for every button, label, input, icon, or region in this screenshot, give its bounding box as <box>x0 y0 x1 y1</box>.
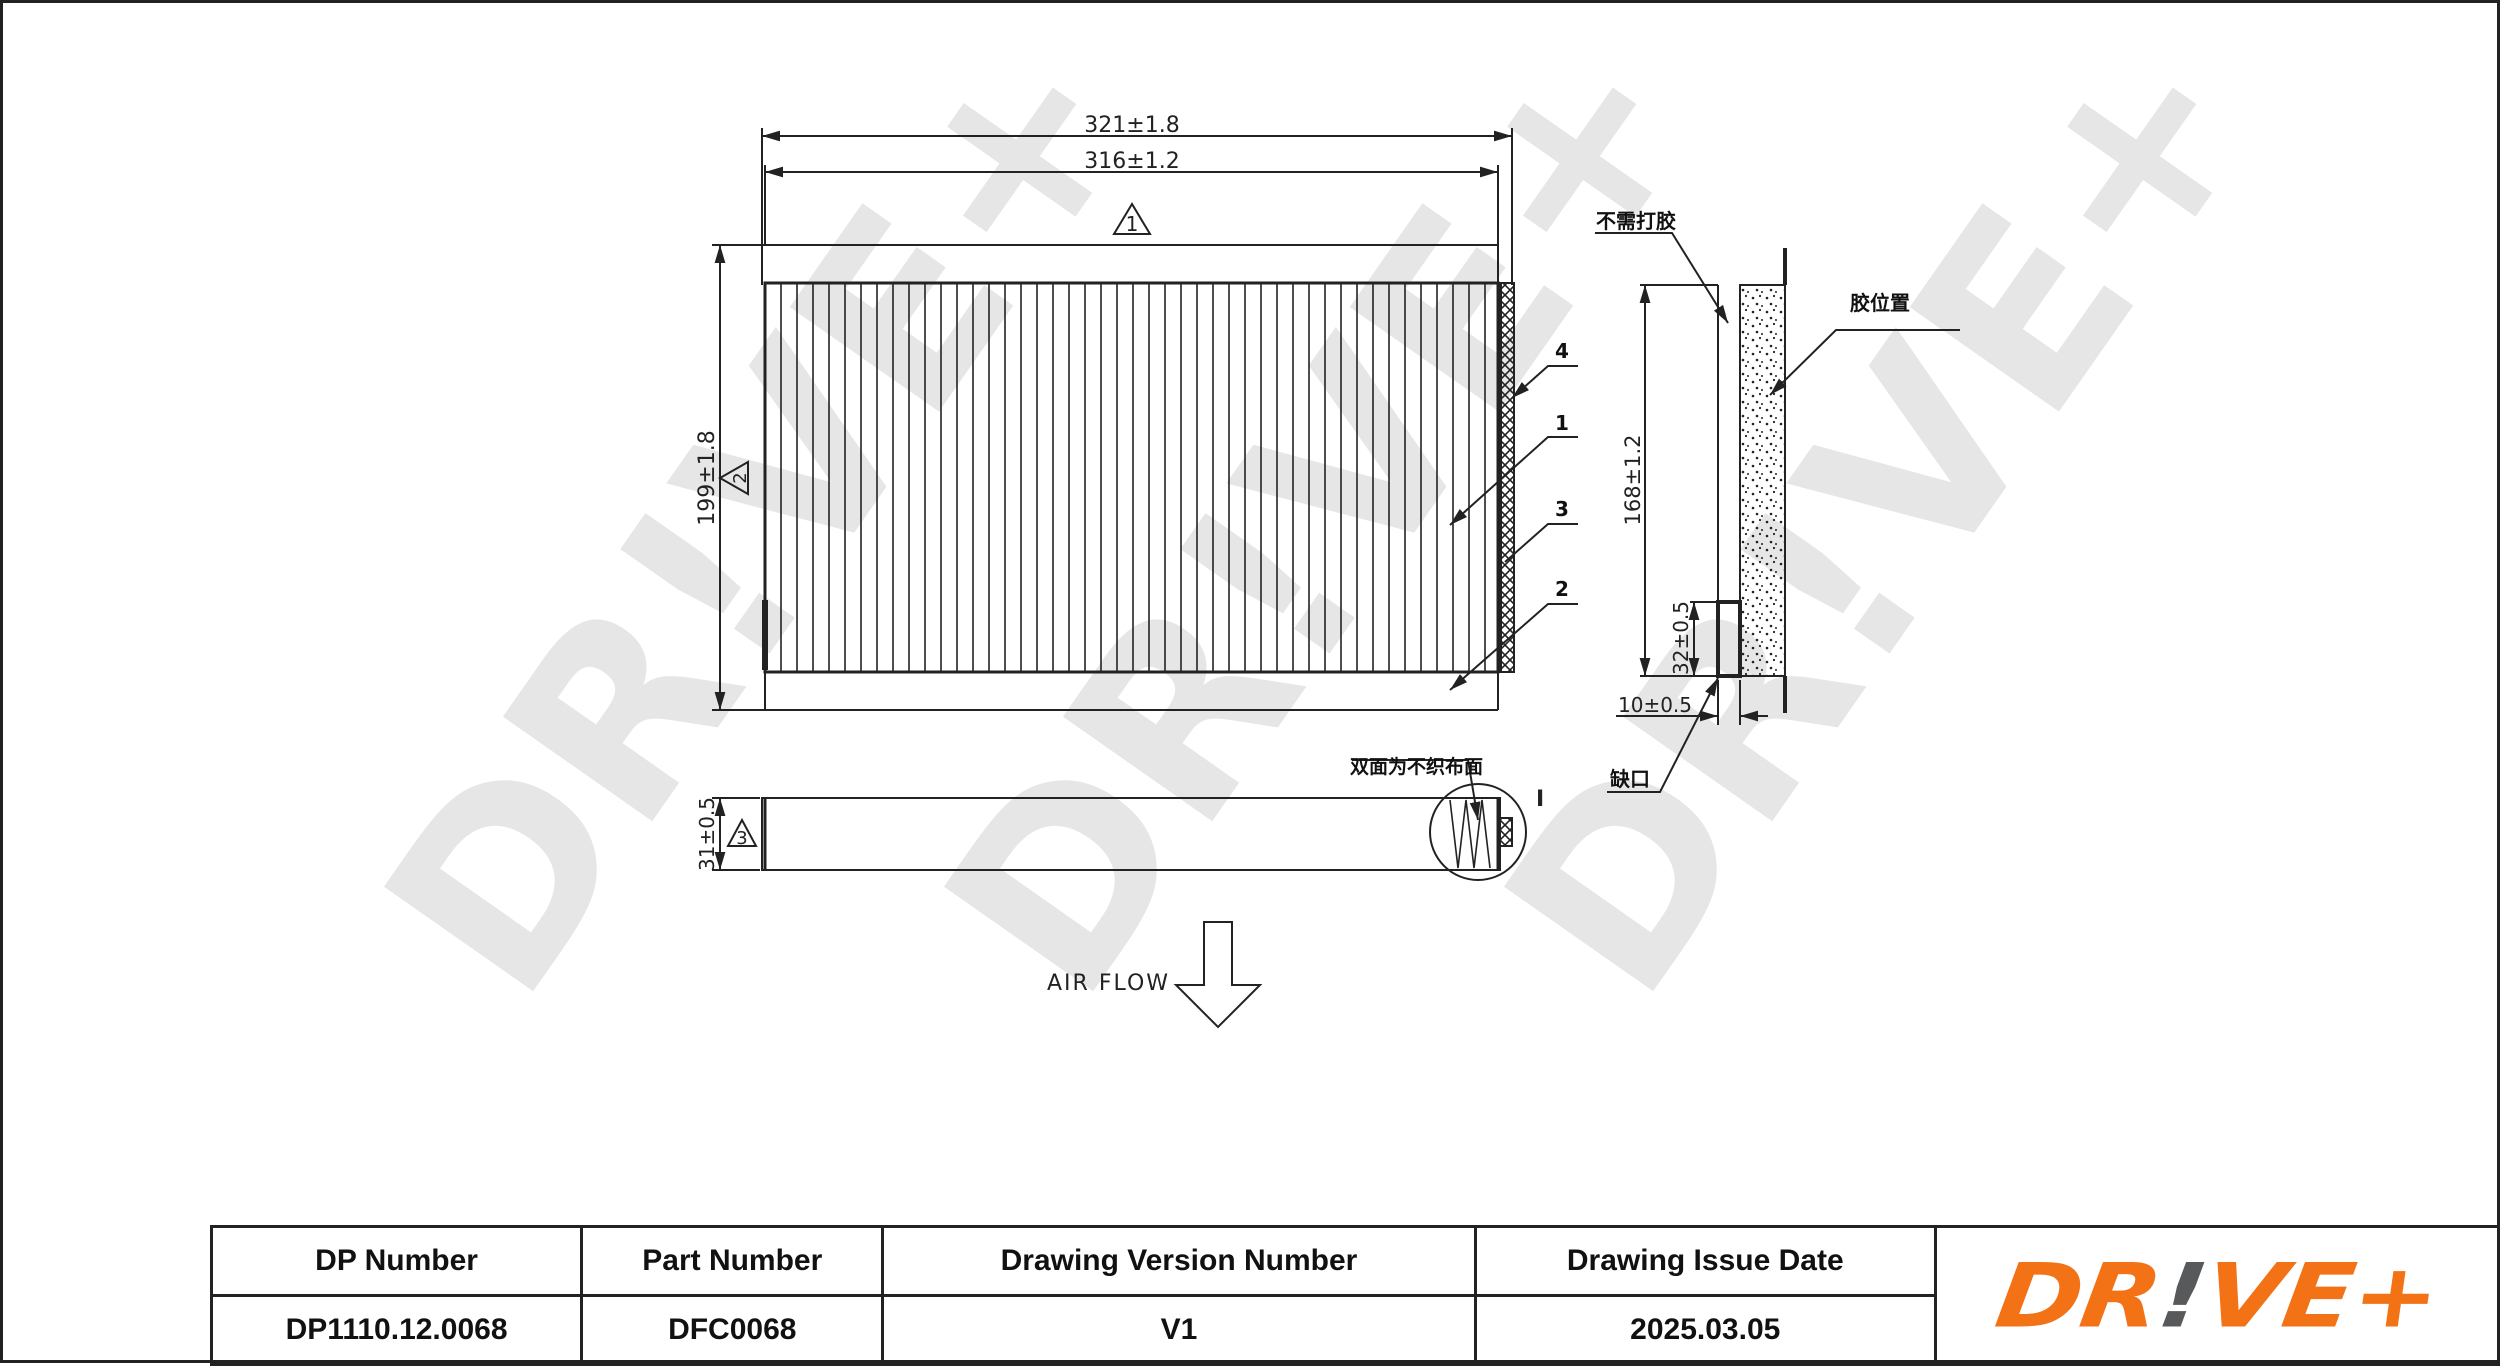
label-glue-position: 胶位置 <box>1850 291 1910 315</box>
marker-triangle-3: 3 <box>726 817 758 849</box>
value-drawing-version: V1 <box>881 1294 1477 1366</box>
section-detail <box>1595 232 1960 793</box>
watermark: DR!VE+ DR!VE+ DR!VE+ <box>330 0 2312 1044</box>
title-block: DP Number Part Number Drawing Version Nu… <box>209 1225 2500 1366</box>
drive-logo: DR!VE+ <box>1989 1243 2445 1348</box>
value-issue-date: 2025.03.05 <box>1473 1294 1938 1366</box>
dim-thickness: 31±0.5 <box>695 797 719 871</box>
marker-triangle-2: 2 <box>717 460 751 496</box>
dim-inner-width: 316±1.2 <box>1084 149 1179 174</box>
header-dp-number: DP Number <box>209 1225 584 1297</box>
header-drawing-version: Drawing Version Number <box>881 1225 1477 1297</box>
callout-4: 4 <box>1555 339 1569 363</box>
airflow-label: AIR FLOW <box>1047 971 1170 996</box>
airflow-arrow-icon <box>1173 921 1263 1029</box>
callout-2: 2 <box>1555 577 1569 601</box>
svg-text:1: 1 <box>1126 212 1139 236</box>
callout-1: 1 <box>1555 411 1569 435</box>
callout-3: 3 <box>1555 497 1569 521</box>
dim-notch-width: 10±0.5 <box>1618 693 1692 717</box>
value-dp-number: DP1110.12.0068 <box>209 1294 584 1366</box>
marker-triangle-1: 1 <box>1112 202 1152 236</box>
label-no-glue: 不需打胶 <box>1596 209 1676 233</box>
header-part-number: Part Number <box>580 1225 885 1297</box>
detail-label-I: I <box>1536 787 1544 812</box>
dim-height: 199±1.8 <box>695 430 720 525</box>
dim-notch-height: 32±0.5 <box>1669 601 1693 675</box>
side-view <box>712 759 1527 881</box>
label-both-sides-nonwoven: 双面为不织布面 <box>1350 755 1483 778</box>
header-issue-date: Drawing Issue Date <box>1473 1225 1938 1297</box>
pleat-lines <box>780 283 1486 672</box>
label-notch: 缺口 <box>1610 767 1650 791</box>
svg-text:2: 2 <box>730 472 751 483</box>
logo-cell: DR!VE+ <box>1934 1225 2500 1366</box>
dim-side-height: 168±1.2 <box>1621 434 1645 525</box>
front-view <box>712 128 1515 711</box>
svg-text:3: 3 <box>736 828 747 849</box>
value-part-number: DFC0068 <box>580 1294 885 1366</box>
dim-overall-width: 321±1.8 <box>1084 113 1179 138</box>
callout-leaders <box>1449 365 1578 691</box>
